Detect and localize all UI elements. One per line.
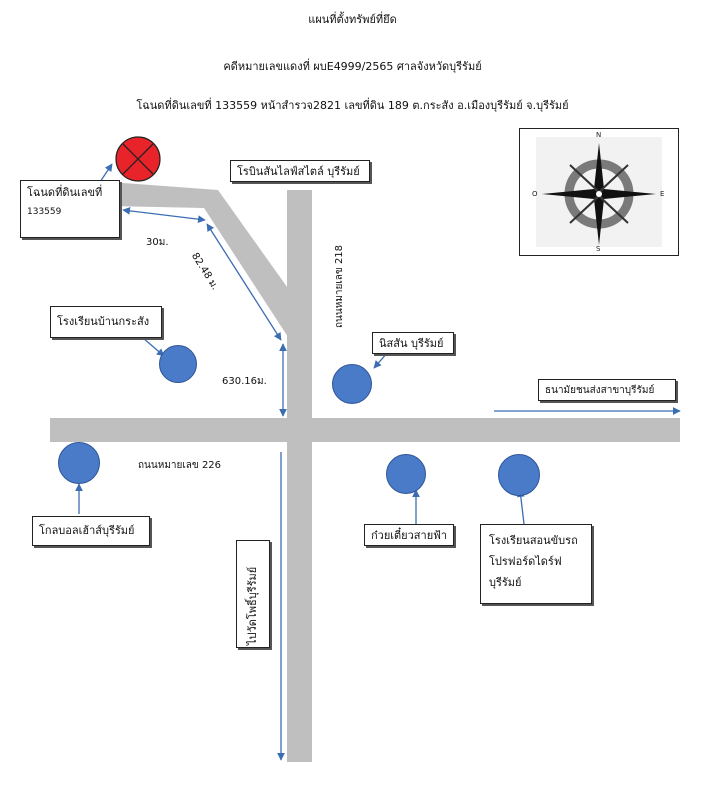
global-house-label: โกลบอลเฮ้าส์บุรีรัมย์: [32, 516, 150, 546]
distance-82m-line: [206, 223, 282, 341]
compass-rose-icon: [536, 137, 662, 247]
target-label-line2: 133559: [27, 206, 62, 217]
noodle-label: ก๋วยเตี๋ยวสายฟ้า: [364, 524, 454, 546]
nissan-pointer-arrow: [373, 351, 389, 369]
driving-school-line2: โปรฟอร์ดไดร์ฟ: [489, 554, 562, 568]
compass-west: O: [532, 190, 538, 198]
robinson-label: โรบินสันไลฟ์สไตล์ บุรีรัมย์: [230, 160, 370, 182]
school-krasang-label: โรงเรียนบ้านกระสัง: [50, 306, 162, 338]
target-label-line1: โฉนดที่ดินเลขที่: [27, 186, 103, 199]
road-226: [50, 418, 680, 442]
school-krasang-marker: [159, 345, 197, 383]
compass-south: S: [596, 245, 601, 253]
global-house-marker: [58, 442, 100, 484]
school-pointer-arrow: [142, 337, 165, 357]
driving-school-marker: [498, 454, 540, 496]
road-226-label: ถนนหมายเลข 226: [138, 460, 222, 471]
distance-30m-label: 30ม.: [146, 237, 169, 248]
deed-details: โฉนดที่ดินเลขที่ 133559 หน้าสำรวจ2821 เล…: [136, 99, 569, 112]
case-number: คดีหมายเลขแดงที่ ผบE4999/2565 ศาลจังหวัด…: [223, 60, 482, 73]
driving-school-line3: บุรีรัมย์: [489, 575, 522, 589]
nissan-marker: [332, 364, 372, 404]
thanachart-label: ธนามัยชนส่งสาขาบุรีรัมย์: [538, 379, 676, 401]
driving-school-line1: โรงเรียนสอนขับรถ: [489, 534, 578, 547]
distance-630m-label: 630.16ม.: [222, 376, 267, 387]
target-label-box: โฉนดที่ดินเลขที่ 133559: [20, 180, 120, 238]
compass-north: N: [596, 131, 602, 139]
target-marker-icon: [115, 136, 161, 182]
road-218-label: ถนนหมายเลข 218: [334, 244, 345, 328]
wat-pho-label-text: ไปวัดโพธิ์บุรีรัมย์: [246, 566, 259, 645]
compass-east: E: [660, 190, 665, 198]
map-title: แผนที่ตั้งทรัพย์ที่ยึด: [308, 13, 397, 26]
target-pointer-arrow: [99, 163, 113, 183]
noodle-marker: [386, 454, 426, 494]
distance-30m-line: [122, 206, 206, 224]
nissan-label: นิสสัน บุรีรัมย์: [372, 332, 454, 354]
access-road: [110, 182, 312, 340]
compass-box: N S E O: [519, 128, 679, 256]
road-218: [287, 190, 312, 762]
driving-school-label: โรงเรียนสอนขับรถ โปรฟอร์ดไดร์ฟ บุรีรัมย์: [480, 524, 592, 604]
wat-pho-label: ไปวัดโพธิ์บุรีรัมย์: [236, 540, 270, 648]
